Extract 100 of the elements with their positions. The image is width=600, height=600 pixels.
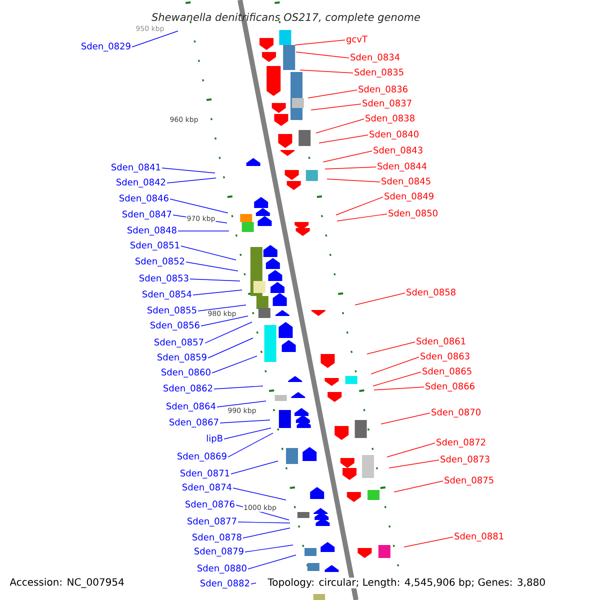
leader-line	[386, 442, 436, 458]
gene-label: Sden_0861	[416, 338, 466, 346]
leader-line	[300, 70, 354, 74]
gene-label: Sden_0862	[164, 384, 212, 394]
leader-line	[250, 582, 256, 584]
leader-line	[322, 150, 372, 162]
leader-line	[208, 338, 254, 358]
gene-label: Sden_0869	[178, 452, 226, 462]
gene-label: Sden_0867	[170, 418, 218, 428]
leader-line	[388, 460, 440, 468]
gene-label: Sden_0846	[120, 194, 168, 204]
gene-label: Sden_0841	[112, 164, 160, 172]
leader-line	[370, 356, 420, 374]
leader-line	[310, 104, 362, 110]
gene-label: Sden_0874	[182, 484, 232, 492]
gene-label: Sden_0877	[188, 518, 236, 526]
gene-label: gcvT	[346, 36, 368, 44]
leader-line	[178, 230, 230, 232]
leader-line	[294, 40, 346, 46]
leader-line	[200, 316, 248, 326]
accession-text: Accession: NC_007954	[9, 578, 125, 588]
leader-line	[214, 386, 264, 390]
leader-line	[162, 168, 216, 174]
leader-line	[404, 536, 454, 548]
leader-line	[198, 304, 246, 312]
gene-label: Sden_0864	[166, 402, 216, 412]
gene-label: Sden_0838	[366, 114, 414, 124]
leader-line	[204, 322, 252, 344]
gene-label: Sden_0837	[362, 100, 412, 108]
leader-line	[394, 480, 444, 492]
leader-line	[180, 246, 236, 260]
leader-line	[374, 386, 424, 390]
gene-label: Sden_0835	[354, 68, 404, 78]
leader-line	[230, 460, 278, 474]
gene-label: Sden_0853	[140, 274, 188, 284]
leader-line	[190, 278, 240, 282]
leader-line	[244, 544, 294, 552]
gene-label: Sden_0863	[420, 352, 470, 362]
leader-line	[336, 214, 388, 222]
gene-label: Sden_0873	[440, 456, 490, 464]
gene-label: Sden_0879	[194, 548, 244, 556]
gene-label: Sden_0854	[142, 290, 192, 300]
gene-label: Sden_0849	[384, 192, 434, 202]
leader-line	[308, 90, 358, 98]
leader-line	[166, 178, 216, 184]
leader-line	[242, 528, 290, 538]
gene-label: Sden_0881	[454, 532, 504, 542]
gene-label: Sden_0852	[136, 258, 184, 266]
leader-line	[228, 432, 274, 458]
gene-label: Sden_0872	[436, 438, 486, 448]
gene-label: Sden_0840	[370, 130, 418, 140]
gene-label: Sden_0882	[200, 580, 250, 588]
gene-label: Sden_0848	[128, 226, 176, 236]
gene-label: Sden_0836	[358, 86, 408, 94]
gene-label: Sden_0878	[192, 534, 242, 542]
gene-label: Sden_0847	[122, 210, 172, 220]
gene-label: Sden_0845	[382, 178, 430, 186]
gene-label: Sden_0871	[180, 470, 230, 478]
leader-line	[192, 290, 242, 296]
gene-label: Sden_0876	[186, 500, 234, 510]
leader-line	[316, 118, 364, 134]
leader-line	[170, 198, 228, 214]
leader-line	[296, 52, 350, 58]
gene-label: Sden_0880	[198, 564, 246, 574]
gene-label: Sden_0875	[444, 476, 494, 486]
gene-label: Sden_0865	[422, 368, 472, 376]
leader-line	[216, 400, 266, 408]
gene-label: Sden_0860	[162, 368, 210, 378]
gene-label: Sden_0842	[116, 178, 166, 188]
leader-line	[336, 196, 384, 216]
gene-label: Sden_0834	[350, 54, 400, 62]
leader-line	[372, 372, 422, 386]
gene-label: Sden_0857	[154, 338, 204, 348]
leader-line	[186, 262, 238, 272]
leader-line	[248, 554, 296, 570]
leader-line	[232, 488, 286, 500]
genome-summary: Topology: circular; Length: 4,545,906 bp; Genes: 3,880	[267, 578, 546, 588]
gene-label: Sden_0856	[150, 322, 200, 330]
gene-label: Sden_0829	[82, 42, 130, 52]
leader-line	[324, 166, 376, 170]
leader-line	[224, 428, 272, 440]
gene-label: Sden_0851	[130, 242, 180, 250]
gene-label: Sden_0843	[374, 146, 422, 156]
gene-label: Sden_0870	[432, 408, 480, 418]
leader-line	[380, 412, 430, 424]
gene-label: Sden_0858	[406, 288, 456, 298]
gene-label: Sden_0859	[158, 354, 206, 362]
leader-line	[132, 30, 178, 48]
leader-line	[366, 342, 416, 354]
leader-line	[326, 178, 380, 182]
leader-line	[354, 292, 406, 306]
leader-line	[318, 134, 368, 144]
gene-label: Sden_0850	[388, 210, 438, 218]
gene-label: Sden_0866	[426, 382, 474, 392]
gene-label: lipB	[206, 434, 222, 444]
leader-line	[220, 420, 270, 424]
leader-line	[212, 356, 258, 374]
leader-line	[238, 522, 290, 524]
gene-label: Sden_0855	[148, 306, 196, 316]
gene-label: Sden_0844	[378, 162, 427, 172]
